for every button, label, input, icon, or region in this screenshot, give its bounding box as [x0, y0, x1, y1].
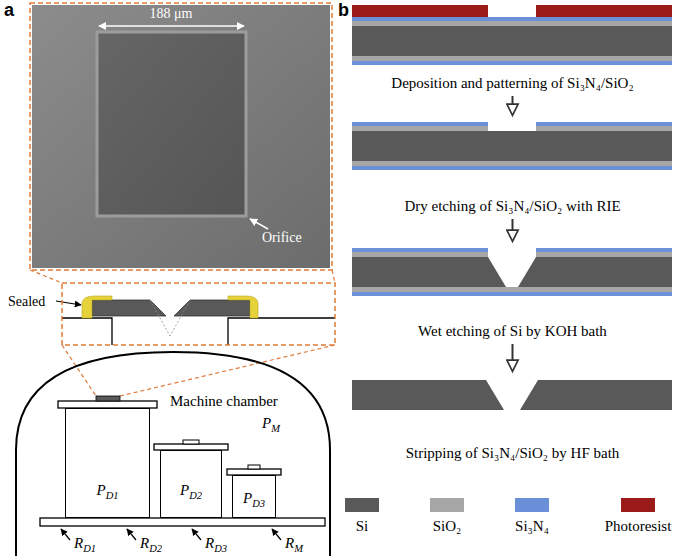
lid-section — [228, 318, 335, 345]
leader-arrow — [192, 529, 201, 540]
legend-text: Si₃N₄ — [515, 518, 549, 535]
leader-arrow — [56, 301, 81, 305]
nitride-layer — [536, 248, 672, 252]
process-step: Wet etching of Si by KOH bath — [345, 244, 680, 340]
process-arrow — [512, 219, 514, 240]
nitride-layer — [352, 61, 672, 65]
oxide-layer — [352, 161, 672, 166]
nitride-layer — [352, 166, 672, 170]
process-step: Deposition and patterning of Si₃N₄/SiO₂ — [345, 2, 680, 92]
leader-arrow — [272, 529, 281, 540]
oxide-layer — [536, 252, 672, 257]
pressure-label: PD2 — [180, 482, 202, 499]
callout-label: Orifice — [262, 230, 302, 246]
machine-chamber: Machine chamberPM PD1 PD2 PD3 — [15, 345, 333, 556]
photoresist-layer — [536, 5, 672, 17]
silicon-layer — [352, 380, 504, 410]
nitride-layer — [352, 292, 672, 296]
legend-swatch — [621, 498, 655, 512]
leader-arrow — [61, 529, 70, 540]
chamber-label: Machine chamber — [170, 393, 278, 410]
zoom-frame — [62, 283, 335, 345]
platform — [40, 518, 325, 526]
vessel-lid — [58, 401, 157, 408]
sem-image — [32, 5, 330, 268]
chamber-dome — [16, 352, 330, 556]
step-caption: Wet etching of Si by KOH bath — [418, 323, 607, 340]
resistor-label: RD3 — [205, 535, 227, 552]
legend-swatch — [515, 498, 549, 512]
nitride-layer — [352, 122, 488, 126]
step-caption: Deposition and patterning of Si₃N₄/SiO₂ — [391, 75, 633, 92]
nitride-layer — [536, 122, 672, 126]
zoom-line — [30, 270, 62, 283]
legend-text: SiO₂ — [433, 518, 462, 535]
step-caption: Stripping of Si₃N₄/SiO₂ by HF bath — [406, 445, 620, 462]
silicon-layer — [352, 257, 506, 287]
legend-swatch — [430, 498, 464, 512]
oxide-layer — [536, 126, 672, 131]
legend-text: Si — [356, 518, 369, 535]
process-arrow — [512, 344, 514, 370]
leader-arrow — [127, 529, 136, 540]
legend-text: Photoresist — [605, 518, 672, 535]
legend-item: Si — [317, 498, 407, 535]
silicon-layer — [518, 257, 672, 287]
pressure-label: PD3 — [243, 490, 265, 507]
vessel-box: PD1 — [65, 408, 150, 518]
panel-label: b — [338, 0, 349, 21]
callout-label: Sealed — [8, 294, 45, 310]
silicon-layer — [352, 131, 672, 161]
pressure-label: PM — [262, 415, 280, 432]
oxide-layer — [352, 56, 672, 61]
legend-item: Si₃N₄ — [487, 498, 577, 535]
zoom-line — [332, 270, 335, 283]
pressure-label: PD1 — [96, 482, 118, 499]
process-step: Dry etching of Si₃N₄/SiO₂ with RIE — [345, 118, 680, 215]
vessel-box: PD2 — [160, 450, 222, 518]
zoom-frame — [30, 3, 332, 270]
nitride-layer — [352, 248, 488, 252]
dimension-arrow — [99, 25, 244, 27]
leader-arrow — [250, 219, 268, 229]
oxide-layer — [352, 21, 672, 26]
legend-item: Photoresist — [593, 498, 683, 535]
oxide-layer — [352, 126, 488, 131]
sealant — [82, 296, 112, 318]
oxide-layer — [352, 252, 488, 257]
resistor-label: RD2 — [140, 535, 162, 552]
resistor-label: RM — [285, 535, 303, 552]
oxide-layer — [352, 287, 672, 292]
orifice-chip — [96, 396, 120, 401]
nitride-layer — [352, 17, 672, 21]
photoresist-layer — [352, 5, 488, 17]
sealant — [228, 296, 258, 318]
silicon-layer — [520, 380, 672, 410]
orifice-holder — [248, 465, 260, 469]
dimension-label: 188 μm — [121, 6, 221, 22]
vessel-box: PD3 — [232, 475, 276, 518]
lid-section — [62, 318, 112, 345]
taper-guide — [150, 300, 190, 336]
panel-label: a — [4, 0, 14, 21]
resistor-label: RD1 — [74, 535, 96, 552]
silicon-layer — [352, 26, 672, 56]
step-caption: Dry etching of Si₃N₄/SiO₂ with RIE — [404, 198, 620, 215]
process-arrow — [512, 96, 514, 114]
legend-swatch — [345, 498, 379, 512]
legend-item: SiO₂ — [402, 498, 492, 535]
orifice-holder — [183, 440, 199, 444]
orifice-square — [97, 32, 246, 216]
process-step: Stripping of Si₃N₄/SiO₂ by HF bath — [345, 374, 680, 462]
